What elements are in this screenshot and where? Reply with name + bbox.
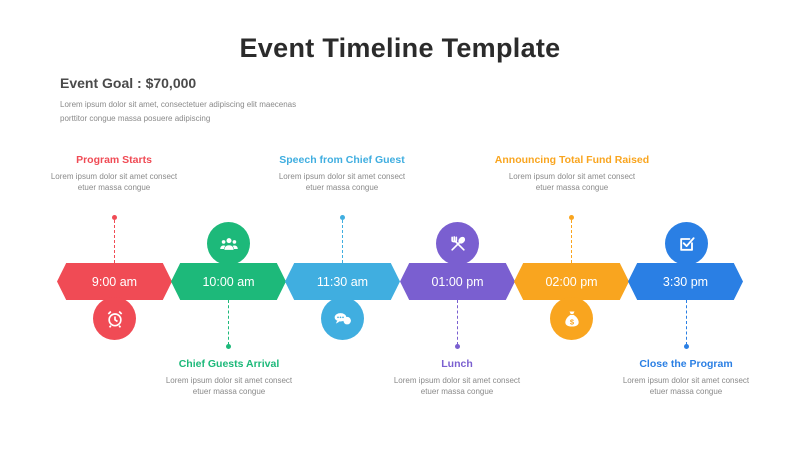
event-icon-circle xyxy=(321,297,364,340)
connector-dot xyxy=(340,215,345,220)
connector-line xyxy=(342,220,343,263)
event-description: Lorem ipsum dolor sit amet consect etuer… xyxy=(165,376,293,396)
event-title: Announcing Total Fund Raised xyxy=(494,154,650,166)
event-icon-circle xyxy=(436,222,479,265)
event-description: Lorem ipsum dolor sit amet consect etuer… xyxy=(50,172,178,192)
event-time: 02:00 pm xyxy=(545,274,598,289)
time-marker-lunch: 01:00 pm xyxy=(400,263,515,300)
event-label-announcing-total-fund-raised: Announcing Total Fund Raised Lorem ipsum… xyxy=(487,154,657,193)
event-description: Lorem ipsum dolor sit amet consect etuer… xyxy=(508,172,636,192)
svg-text:$: $ xyxy=(569,317,574,326)
checkbox-icon xyxy=(679,236,695,251)
event-title: Chief Guests Arrival xyxy=(178,358,280,370)
money-bag-icon: $ xyxy=(564,311,579,326)
event-title: Speech from Chief Guest xyxy=(279,154,405,166)
event-time: 3:30 pm xyxy=(662,274,709,289)
connector-line xyxy=(457,300,458,345)
connector-dot xyxy=(226,344,231,349)
event-description: Lorem ipsum dolor sit amet consect etuer… xyxy=(278,172,406,192)
connector-dot xyxy=(112,215,117,220)
event-time: 9:00 am xyxy=(91,274,138,289)
event-goal-description: Lorem ipsum dolor sit amet, consectetuer… xyxy=(60,100,297,123)
event-label-close-the-program: Close the Program Lorem ipsum dolor sit … xyxy=(601,358,771,397)
event-title: Close the Program xyxy=(639,358,733,370)
time-marker-chief-guests-arrival: 10:00 am xyxy=(171,263,286,300)
event-description: Lorem ipsum dolor sit amet consect etuer… xyxy=(622,376,750,396)
event-icon-circle xyxy=(93,297,136,340)
speech-bubbles-icon xyxy=(334,312,351,324)
event-label-program-starts: Program Starts Lorem ipsum dolor sit ame… xyxy=(29,154,199,193)
connector-line xyxy=(228,300,229,345)
time-marker-close-the-program: 3:30 pm xyxy=(628,263,743,300)
time-marker-program-starts: 9:00 am xyxy=(57,263,172,300)
event-title: Program Starts xyxy=(76,154,152,166)
event-icon-circle xyxy=(207,222,250,265)
event-icon-circle xyxy=(665,222,708,265)
event-time: 01:00 pm xyxy=(431,274,484,289)
event-icon-circle: $ xyxy=(550,297,593,340)
connector-line xyxy=(571,220,572,263)
event-time: 11:30 am xyxy=(316,274,369,289)
event-title: Lunch xyxy=(441,358,473,370)
time-marker-speech-from-chief-guest: 11:30 am xyxy=(285,263,400,300)
connector-line xyxy=(686,300,687,345)
event-description: Lorem ipsum dolor sit amet consect etuer… xyxy=(393,376,521,396)
event-label-lunch: Lunch Lorem ipsum dolor sit amet consect… xyxy=(372,358,542,397)
connector-dot xyxy=(455,344,460,349)
alarm-clock-icon xyxy=(107,310,122,328)
event-goal: Event Goal : $70,000 xyxy=(60,75,197,91)
event-time: 10:00 am xyxy=(202,274,255,289)
group-icon xyxy=(219,237,238,250)
fork-spoon-icon xyxy=(450,235,465,251)
connector-line xyxy=(114,220,115,263)
event-label-chief-guests-arrival: Chief Guests Arrival Lorem ipsum dolor s… xyxy=(144,358,314,397)
page-title: Event Timeline Template xyxy=(239,33,561,63)
connector-dot xyxy=(569,215,574,220)
time-marker-announcing-total-fund-raised: 02:00 pm xyxy=(514,263,629,300)
event-label-speech-from-chief-guest: Speech from Chief Guest Lorem ipsum dolo… xyxy=(257,154,427,193)
connector-dot xyxy=(684,344,689,349)
